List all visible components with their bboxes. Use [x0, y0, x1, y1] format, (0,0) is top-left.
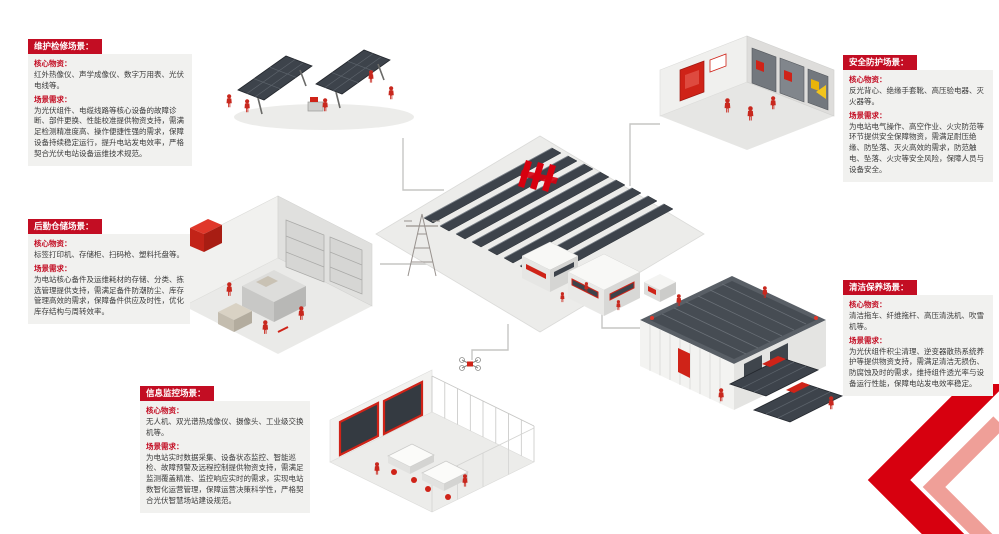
scene-card-title: 安全防护场景：	[843, 54, 917, 70]
corner-decoration	[867, 384, 999, 534]
rooftop-panels-icon	[728, 356, 820, 397]
scene-card-body: 核心物资： 无人机、双光谱热成像仪、摄像头、工业级交换机等。 场景需求： 为电站…	[140, 401, 310, 513]
worker-icon	[226, 94, 232, 108]
power-cabinet-icon	[751, 47, 829, 111]
scene-card-title: 后勤仓储场景：	[28, 218, 102, 234]
control-desk-icon	[387, 443, 435, 483]
core-materials-text: 清洁拖车、纤维拖杆、高压清洗机、吹雪机等。	[849, 310, 984, 331]
cleaning-robot-icon	[762, 356, 786, 367]
transmission-tower-icon	[404, 213, 440, 277]
scene-card-title: 信息监控场景：	[140, 385, 214, 401]
scene-card-body: 核心物资： 红外热像仪、声学成像仪、数字万用表、光伏电线等。 场景需求： 为光伏…	[28, 54, 192, 166]
scene-card-body: 核心物资： 反光背心、绝缘手套靴、高压验电器、灭火器等。 场景需求： 为电站电气…	[843, 70, 993, 182]
rooftop-panels-icon	[752, 382, 844, 423]
worker-icon	[388, 86, 394, 100]
warning-sign-icon	[816, 85, 826, 99]
scene-card-monitoring: 信息监控场景： 核心物资： 无人机、双光谱热成像仪、摄像头、工业级交换机等。 场…	[140, 383, 310, 513]
floor-shelf-icon	[242, 270, 306, 322]
pallet-boxes-icon	[218, 303, 252, 332]
core-materials-label: 核心物资：	[849, 75, 887, 84]
equipment-building-icon	[640, 276, 826, 410]
station-buildings-icon	[521, 241, 676, 316]
drone-icon	[459, 357, 481, 371]
scene-demand-label: 场景需求：	[34, 94, 72, 104]
hand-truck-icon	[277, 326, 289, 333]
core-materials-label: 核心物资：	[34, 239, 72, 248]
safety-sign-icon	[709, 53, 727, 73]
scene-demand-text: 为光伏组件、电缆线路等核心设备的故障诊断、部件更换、性能校准提供物资支持，需满足…	[34, 105, 184, 159]
scene-card-body: 核心物资： 标签打印机、存储柜、扫码枪、塑料托盘等。 场景需求： 为电站核心备件…	[28, 234, 190, 325]
connector-maintenance	[402, 138, 444, 191]
illustration-solar-farm	[375, 135, 705, 333]
control-desk-icon	[421, 460, 469, 500]
illustration-monitoring	[329, 357, 535, 513]
scene-card-title: 清洁保养场景：	[843, 279, 917, 295]
illustration-maintenance	[226, 49, 414, 130]
test-equipment-icon	[307, 97, 324, 112]
solar-panel-icon	[237, 55, 313, 115]
monitor-wall-icon	[338, 380, 424, 457]
scene-card-logistics: 后勤仓储场景： 核心物资： 标签打印机、存储柜、扫码枪、塑料托盘等。 场景需求：…	[28, 216, 190, 325]
core-materials-text: 无人机、双光谱热成像仪、摄像头、工业级交换机等。	[146, 416, 304, 437]
scene-card-body: 核心物资： 清洁拖车、纤维拖杆、高压清洗机、吹雪机等。 场景需求： 为光伏组件积…	[843, 295, 993, 396]
red-sculpture-icon	[518, 160, 558, 192]
worker-icon	[368, 70, 374, 83]
scene-demand-text: 为电站核心备件及运维耗材的存储、分类、拣选管理提供支持，需满足备件防潮防尘、库存…	[34, 274, 184, 317]
core-materials-text: 标签打印机、存储柜、扫码枪、塑料托盘等。	[34, 249, 184, 259]
core-materials-label: 核心物资：	[849, 300, 887, 309]
cleaning-robot-icon	[786, 382, 810, 393]
connector-security	[629, 123, 660, 186]
core-materials-text: 红外热像仪、声学成像仪、数字万用表、光伏电线等。	[34, 69, 184, 90]
illustration-security	[659, 35, 835, 150]
solar-panel-icon	[315, 49, 391, 109]
fire-cabinet-icon	[679, 60, 705, 102]
illustration-warehouse	[183, 195, 373, 354]
scene-card-cleaning: 清洁保养场景： 核心物资： 清洁拖车、纤维拖杆、高压清洗机、吹雪机等。 场景需求…	[843, 277, 993, 396]
core-materials-label: 核心物资：	[34, 59, 72, 68]
scene-demand-text: 为光伏组件积尘清理、逆变器散热系统养护等提供物资支持，需满足清洁无损伤、防腐蚀及…	[849, 346, 984, 389]
connector-monitoring	[471, 324, 509, 360]
scene-demand-label: 场景需求：	[849, 335, 887, 345]
scene-demand-label: 场景需求：	[34, 263, 72, 273]
scene-demand-text: 为电站电气操作、高空作业、火灾防范等环节提供安全保障物资，需满足耐压绝缘、防坠落…	[849, 121, 984, 175]
core-materials-text: 反光背心、绝缘手套靴、高压验电器、灭火器等。	[849, 85, 984, 106]
scene-card-security: 安全防护场景： 核心物资： 反光背心、绝缘手套靴、高压验电器、灭火器等。 场景需…	[843, 52, 993, 182]
scene-demand-label: 场景需求：	[849, 110, 887, 120]
illustration-cleaning	[640, 276, 844, 423]
scene-demand-label: 场景需求：	[146, 441, 184, 451]
scene-card-maintenance: 维护检修场景： 核心物资： 红外热像仪、声学成像仪、数字万用表、光伏电线等。 场…	[28, 36, 192, 166]
label-printer-icon	[190, 219, 222, 252]
ground-shadow	[234, 104, 414, 130]
scene-demand-text: 为电站实时数据采集、设备状态监控、智能巡检、故障预警及远程控制提供物资支持，需满…	[146, 452, 304, 506]
storage-rack-icon	[285, 219, 363, 295]
core-materials-label: 核心物资：	[146, 406, 184, 415]
worker-icon	[828, 396, 834, 410]
scene-card-title: 维护检修场景：	[28, 38, 102, 54]
